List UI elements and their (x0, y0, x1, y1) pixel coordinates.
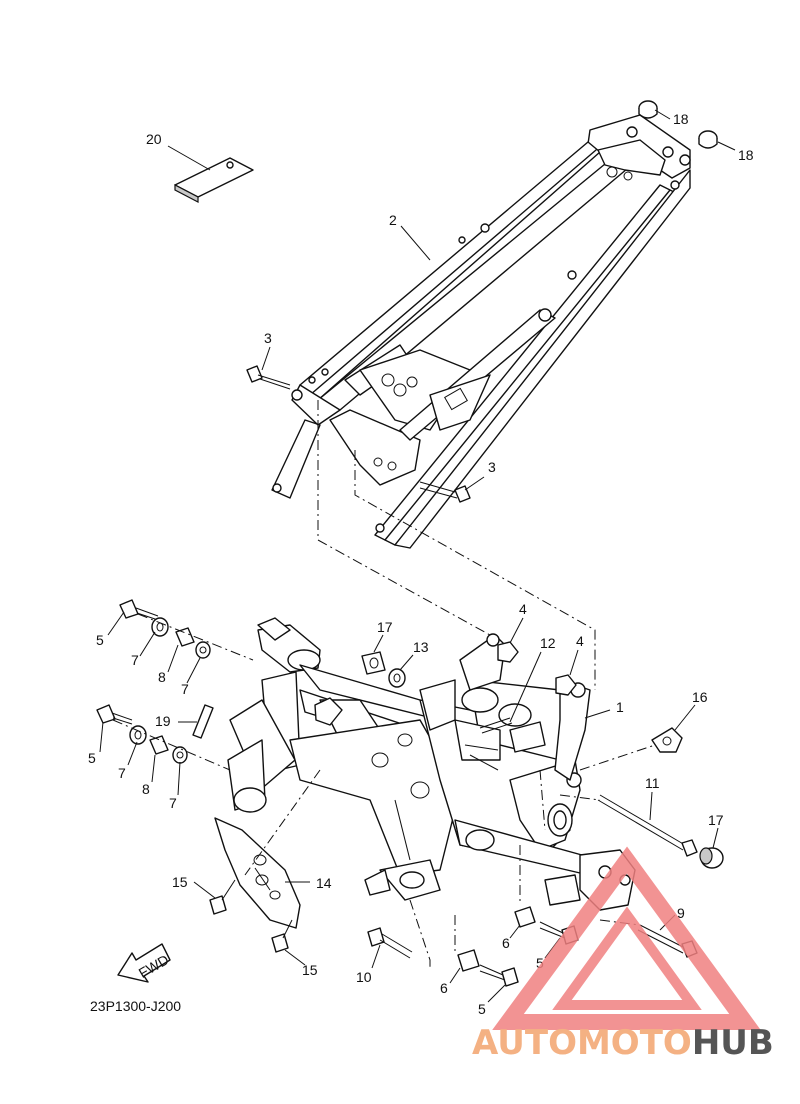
cap-18-a (638, 100, 658, 119)
assembly-lines (112, 400, 656, 968)
bolt-10 (367, 927, 413, 959)
callout-2: 2 (389, 212, 397, 228)
callout-17-a: 17 (377, 619, 393, 635)
part-code: 23P1300-J200 (90, 998, 181, 1014)
collar-7-d (172, 746, 188, 764)
nut-4-b (555, 674, 577, 696)
callout-8-a: 8 (158, 669, 166, 685)
collar-17-a (361, 651, 386, 675)
bolt-5-a (119, 599, 159, 621)
callout-15-a: 15 (172, 874, 188, 890)
clip-16 (651, 727, 683, 753)
collar-7-a (151, 617, 169, 637)
callout-14: 14 (316, 875, 332, 891)
bolt-15-b (271, 919, 293, 953)
rear-subframe (271, 114, 691, 549)
fwd-arrow-icon: FWD (117, 943, 171, 983)
callout-8-b: 8 (142, 781, 150, 797)
main-frame (227, 617, 636, 911)
collar-17-b (699, 847, 724, 869)
callout-13: 13 (413, 639, 429, 655)
bolt-3-b (419, 481, 471, 503)
watermark-triangle-icon (492, 846, 761, 1030)
spacer-8-a (175, 627, 195, 647)
callout-18-a: 18 (673, 111, 689, 127)
collar-6-b (457, 949, 480, 972)
callout-15-b: 15 (302, 962, 318, 978)
callout-1: 1 (616, 699, 624, 715)
callout-5-d: 5 (478, 1001, 486, 1017)
callout-10: 10 (356, 969, 372, 985)
callout-18-b: 18 (738, 147, 754, 163)
callout-3-a: 3 (264, 330, 272, 346)
nut-4-a (497, 641, 519, 663)
leader-lines (99, 109, 736, 1003)
callout-5-a: 5 (96, 632, 104, 648)
callout-20: 20 (146, 131, 162, 147)
callout-19: 19 (155, 713, 171, 729)
callout-7-c: 7 (118, 765, 126, 781)
bolt-5-d (479, 964, 519, 987)
bolt-3-a (246, 365, 291, 390)
callout-4-b: 4 (576, 633, 584, 649)
collar-13 (388, 668, 406, 688)
callout-5-b: 5 (88, 750, 96, 766)
callout-labels: 20 18 18 2 3 3 5 7 8 7 17 13 4 12 4 1 16… (88, 111, 754, 1017)
bolt-11 (597, 794, 698, 857)
bolt-15-a (209, 879, 236, 915)
bolt-5-b (96, 704, 133, 725)
watermark-inner-triangle-icon (552, 906, 702, 1010)
collar-7-c (129, 725, 147, 745)
callout-4-a: 4 (519, 601, 527, 617)
spacer-8-b (149, 735, 169, 755)
watermark-text-part1: AUTOMOTO (472, 1023, 692, 1063)
callout-5-c: 5 (536, 955, 544, 971)
bolt-12 (479, 717, 513, 734)
cap-18-b (698, 130, 718, 149)
callout-3-b: 3 (488, 459, 496, 475)
label-plate-20 (174, 157, 254, 203)
callout-7-b: 7 (181, 681, 189, 697)
guard-plate (214, 817, 301, 929)
watermark (492, 846, 761, 1030)
watermark-text-part2: HUB (692, 1023, 774, 1063)
collar-7-b (195, 641, 211, 659)
callout-7-a: 7 (131, 652, 139, 668)
callout-16: 16 (692, 689, 708, 705)
shim-19 (192, 704, 214, 739)
callout-11: 11 (645, 775, 660, 791)
callout-6-b: 6 (440, 980, 448, 996)
callout-17-b: 17 (708, 812, 724, 828)
callout-12: 12 (540, 635, 556, 651)
callout-9: 9 (677, 905, 685, 921)
callout-7-d: 7 (169, 795, 177, 811)
watermark-text: AUTOMOTOHUB (472, 1023, 774, 1063)
callout-6-a: 6 (502, 935, 510, 951)
collar-6-a (514, 906, 536, 928)
